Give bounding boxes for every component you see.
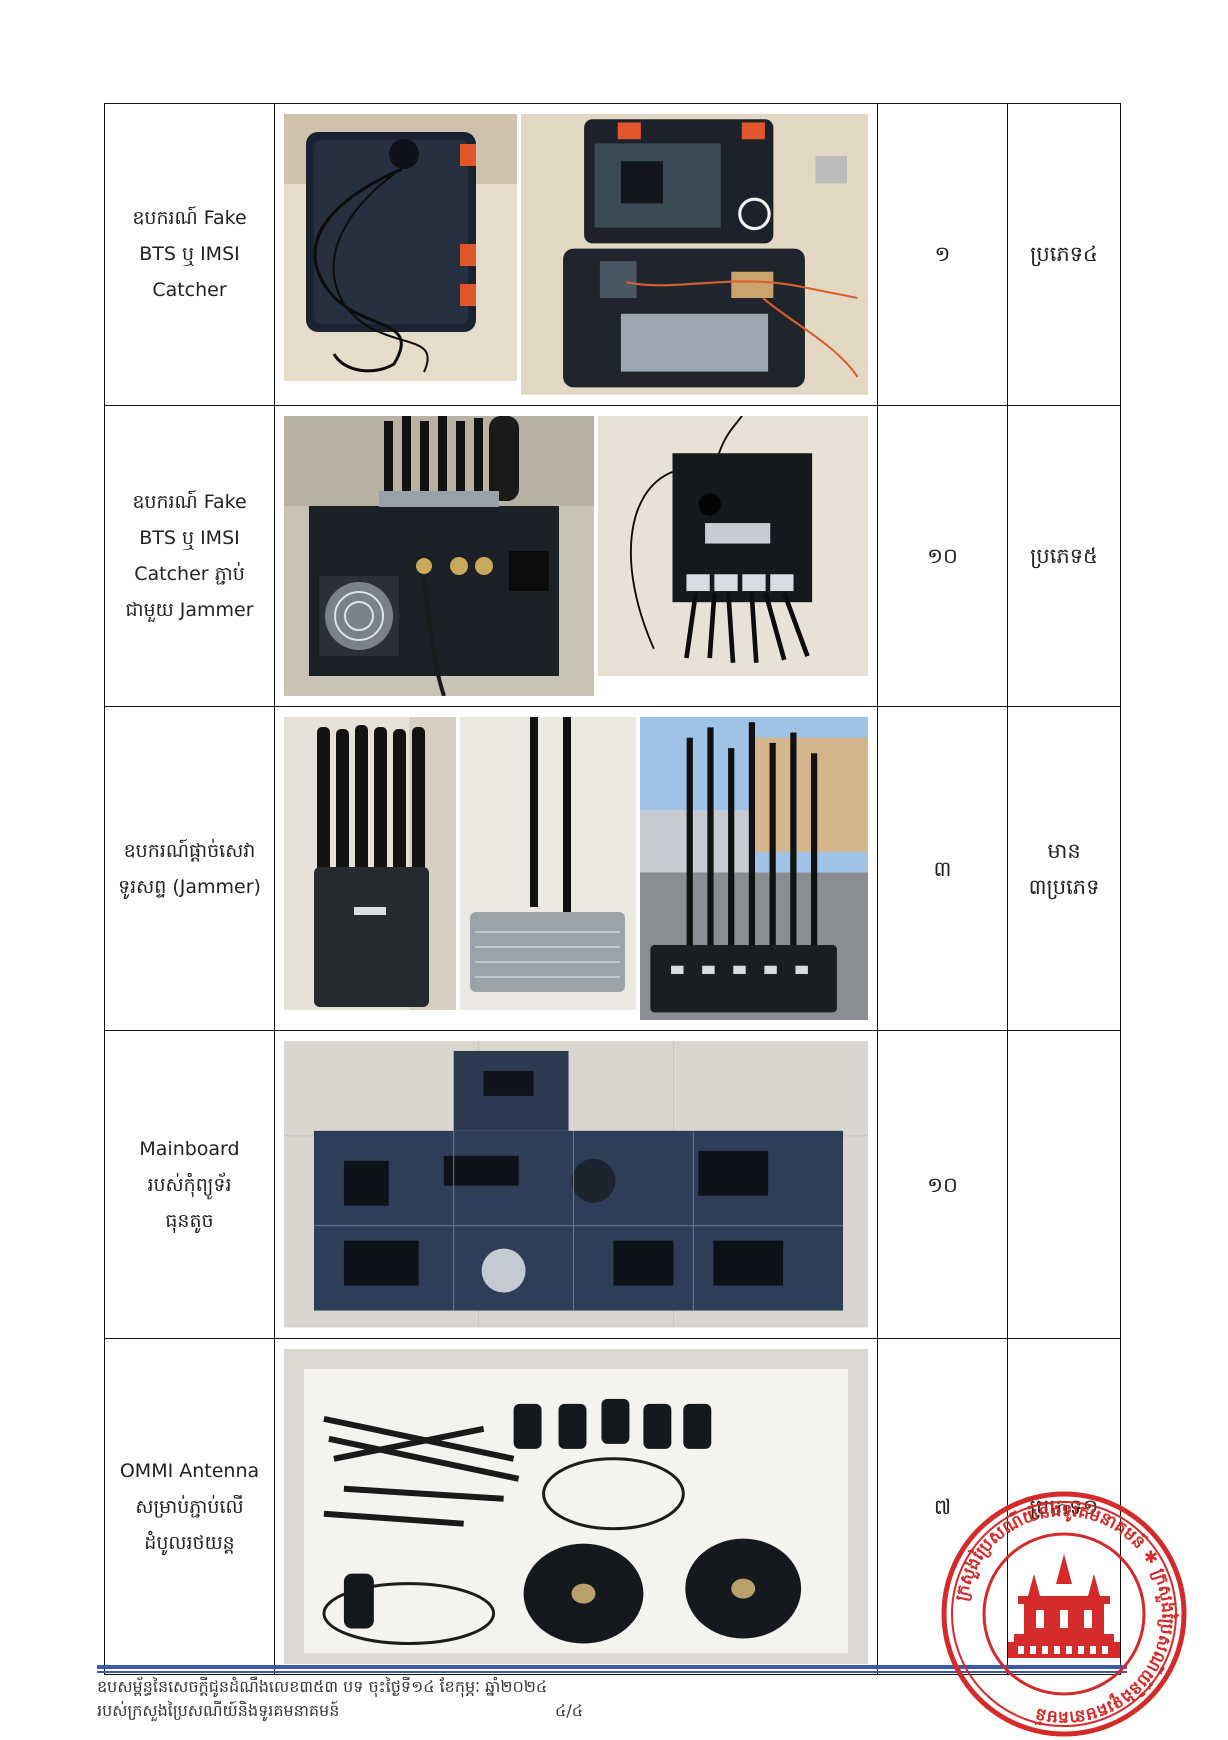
item-quantity: ១ bbox=[877, 103, 1008, 406]
table-row: ឧបករណ៍ផ្ដាច់សេវា ទូរសព្ទ (Jammer) bbox=[104, 705, 1121, 1032]
item-description: ឧបករណ៍ Fake BTS ឬ IMSI Catcher ភ្ជាប់ ជា… bbox=[104, 404, 275, 707]
handheld-jammer-photo bbox=[284, 716, 456, 1010]
page-number: ៤/៤ bbox=[555, 1701, 584, 1720]
fake-bts-jammer-fan-unit-photo bbox=[284, 415, 594, 696]
item-quantity: ១០ bbox=[877, 1030, 1008, 1339]
item-photos bbox=[274, 1030, 878, 1339]
fake-bts-jammer-cable-box-photo bbox=[598, 415, 868, 677]
item-quantity: ១០ bbox=[877, 404, 1008, 707]
table-row: ឧបករណ៍ Fake BTS ឬ IMSI Catcher ភ្ជាប់ ជា… bbox=[104, 404, 1121, 707]
item-type: ប្រភេទ៤ bbox=[1007, 103, 1121, 406]
item-photos bbox=[274, 1337, 878, 1676]
item-photos bbox=[274, 404, 878, 707]
item-description: OMMI Antenna សម្រាប់ភ្ជាប់លើ ដំបូលរថយន្ត bbox=[104, 1337, 275, 1676]
footer-rule bbox=[97, 1665, 1127, 1669]
item-quantity: ៣ bbox=[877, 705, 1008, 1032]
item-type: ប្រភេទ៥ bbox=[1007, 404, 1121, 707]
equipment-table: ឧបករណ៍ Fake BTS ឬ IMSI Catcher bbox=[104, 103, 1121, 1676]
footer-ministry: របស់ក្រសួងប្រៃសណីយ៍និងទូរគមនាគមន៍ bbox=[97, 1701, 340, 1720]
table-row: ឧបករណ៍ Fake BTS ឬ IMSI Catcher bbox=[104, 103, 1121, 406]
seal-stamp-icon: ក្រសួងប្រៃសណីយ៍និងទូរគមនាគមន៍ ✱ ក្រសួងប្… bbox=[941, 1491, 1187, 1737]
item-photos bbox=[274, 705, 878, 1032]
item-description: ឧបករណ៍ Fake BTS ឬ IMSI Catcher bbox=[104, 103, 275, 406]
item-description: Mainboard របស់កុំព្យូទ័រ ធុនតូច bbox=[104, 1030, 275, 1339]
mainboards-photo bbox=[284, 1041, 868, 1328]
omni-antennas-photo bbox=[284, 1348, 868, 1665]
table-row: Mainboard របស់កុំព្យូទ័រ ធុនតូច bbox=[104, 1030, 1121, 1339]
official-seal: ក្រសួងប្រៃសណីយ៍និងទូរគមនាគមន៍ ✱ ក្រសួងប្… bbox=[938, 1488, 1190, 1740]
item-description: ឧបករណ៍ផ្ដាច់សេវា ទូរសព្ទ (Jammer) bbox=[104, 705, 275, 1032]
item-photos bbox=[274, 103, 878, 406]
dual-antenna-jammer-photo bbox=[460, 716, 636, 1010]
item-type bbox=[1007, 1030, 1121, 1339]
item-type: មាន ៣ប្រភេទ bbox=[1007, 705, 1121, 1032]
fake-bts-case-closed-photo bbox=[284, 114, 517, 381]
multi-antenna-jammer-photo bbox=[640, 716, 868, 1021]
fake-bts-case-open-photo bbox=[521, 114, 868, 395]
footer-reference: ឧបសម្ព័ន្ធនៃសេចក្តីជូនដំណឹងលេខ៣៥៣ បទ ចុះ… bbox=[97, 1677, 548, 1696]
footer-rule bbox=[97, 1671, 1127, 1673]
